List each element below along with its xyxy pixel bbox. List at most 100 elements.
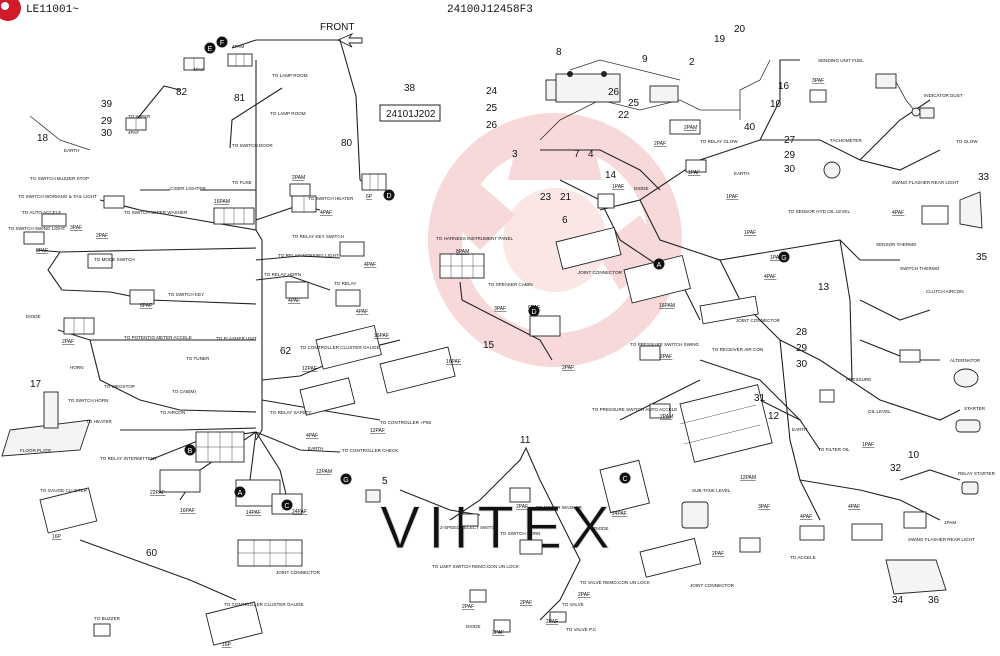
connector-grid (921, 205, 949, 225)
code-k32: 2PAM (684, 125, 697, 131)
label-l_joint3: JOINT CONNECTOR (736, 318, 781, 323)
connector-grid (93, 623, 111, 637)
callout-c9: 9 (642, 54, 648, 65)
connector-grid (227, 53, 253, 67)
label-l_tacho: TACHOMETER (830, 138, 862, 143)
callout-c38: 38 (404, 83, 416, 94)
callout-c5: 5 (382, 476, 388, 487)
connector-grid (361, 173, 387, 191)
label-l_heater: TO HEATER (86, 419, 113, 424)
marker-mA1: A (657, 262, 662, 269)
label-l_limit: TO LIMIT SWITCH REMO.CON UN LOCK (432, 564, 520, 569)
connector-grid (285, 281, 309, 299)
label-l_4paf_w: 4PAF (128, 130, 139, 135)
connector-type-codes: 2PAM16PAM4PAF6P2PAF2PAF3PAF6PAF2PAF4PAF4… (36, 78, 905, 648)
connector-grid (129, 289, 155, 305)
label-l_relayglow: TO RELAY GLOW (700, 139, 738, 144)
code-k19: 22PAF (150, 490, 165, 496)
callout-c12: 12 (768, 411, 780, 422)
label-l_ctrlcheck: TO CONTROLLER CHECK (342, 448, 399, 453)
callout-c25a: 25 (486, 103, 498, 114)
marker-mC2: C (622, 476, 627, 483)
code-k20: 16PAF (180, 508, 195, 514)
label-l_lamproom1: TO LAMP ROOM (272, 73, 308, 78)
callout-c26b: 26 (608, 87, 620, 98)
label-l_joint2: JOINT CONNECTOR (578, 270, 623, 275)
marker-mD: D (386, 193, 391, 200)
code-k45: 2PAF (516, 504, 528, 510)
connector-grid (183, 57, 205, 71)
label-l_ctrlp55: TO CONTROLLER +P55 (380, 420, 432, 425)
callout-c20: 20 (734, 24, 746, 35)
callout-c26a: 26 (486, 120, 498, 131)
marker-circle-icon (204, 42, 216, 54)
label-l_pressure: PRESSURE (846, 377, 871, 382)
label-l_accele: TO ACCELE (790, 555, 816, 560)
code-k28: 2PAF (562, 365, 574, 371)
connector-grid (41, 213, 67, 227)
joint-connector-right (699, 295, 759, 325)
label-l_lamproom2: TO LAMP ROOM (270, 111, 306, 116)
label-l_cab: TO CAB(M) (172, 389, 196, 394)
callout-c29c: 29 (796, 343, 808, 354)
code-k53: 4PAF (892, 210, 904, 216)
marker-mG1: G (781, 255, 786, 262)
code-k41: 2PAF (712, 551, 724, 557)
callout-c8: 8 (556, 47, 562, 58)
connector-grid (899, 349, 921, 363)
callout-c28: 28 (796, 327, 808, 338)
callout-c24: 24 (486, 86, 498, 97)
label-l_joint1: JOINT CONNECTOR (276, 570, 321, 575)
connector-grid (649, 403, 671, 419)
connector-grid (461, 513, 479, 527)
connector-grid (623, 254, 691, 304)
tachometer (823, 161, 841, 179)
code-k42: 3PAF (758, 504, 770, 510)
code-k4: 6P (366, 194, 373, 200)
indicator-dust (919, 107, 935, 119)
part-number-label: 24100J12458F3 (447, 4, 533, 16)
label-l_switchthermo: SWITCH THERMO (900, 266, 940, 271)
code-k13: 16PAF (374, 333, 389, 339)
label-l_floor: FLOOR PLATE (20, 448, 51, 453)
joint-connector-left (237, 539, 303, 567)
marker-circle-icon (778, 251, 790, 263)
connector-grid (903, 511, 927, 529)
watermark-text: VIITEX (380, 494, 618, 561)
connector-grid (159, 469, 201, 493)
code-k48: 2PAF (492, 630, 504, 636)
marker-circle-icon (216, 36, 228, 48)
label-l_swingflash: SWING FLASHER REAR LIGHT (892, 180, 959, 185)
callout-c62: 62 (280, 346, 292, 357)
label-l_horn: HORN (70, 365, 84, 370)
label-l_4pam: 4PAM (232, 44, 244, 49)
callout-c33: 33 (978, 172, 990, 183)
label-l_gaugecluster: TO GAUGE CLUSTER (40, 488, 88, 493)
callout-c30b: 30 (784, 164, 796, 175)
label-l_motorwasher: TO MOTOR WASHER (536, 505, 583, 510)
callout-c29b: 29 (784, 150, 796, 161)
code-k23: 16P (52, 534, 62, 540)
code-k54: 1PAF (726, 194, 738, 200)
label-l_valveremo: TO VALVE REMO.CON UN LOCK (580, 580, 651, 585)
connector-grid (599, 459, 651, 514)
code-k15: 12PAF (370, 428, 385, 434)
label-l_swingrear2: SWING FLASHER REAR LIGHT (908, 537, 975, 542)
label-l_buzzer2: TO BUZZER (94, 616, 121, 621)
connector-grid (809, 89, 827, 103)
callout-c60: 60 (146, 548, 158, 559)
label-l_switchdoor: TO SWITCH DOOR (232, 143, 273, 148)
relay-starter (961, 481, 979, 495)
label-l_speaker: TO SPEAKER CABIN (488, 282, 533, 287)
code-k30: 1PAF (612, 184, 624, 190)
callout-c6: 6 (562, 215, 568, 226)
connector-grid (213, 207, 255, 225)
label-l_switchkey: TO SWITCH KEY (168, 292, 204, 297)
code-k1: 2PAM (292, 175, 305, 181)
code-k10: 4PAF (288, 298, 300, 304)
label-l_diode4: DIODE (466, 624, 481, 629)
label-l_receiver: TO RECEIVER AIR CON (712, 347, 763, 352)
connector-grid (379, 346, 456, 394)
